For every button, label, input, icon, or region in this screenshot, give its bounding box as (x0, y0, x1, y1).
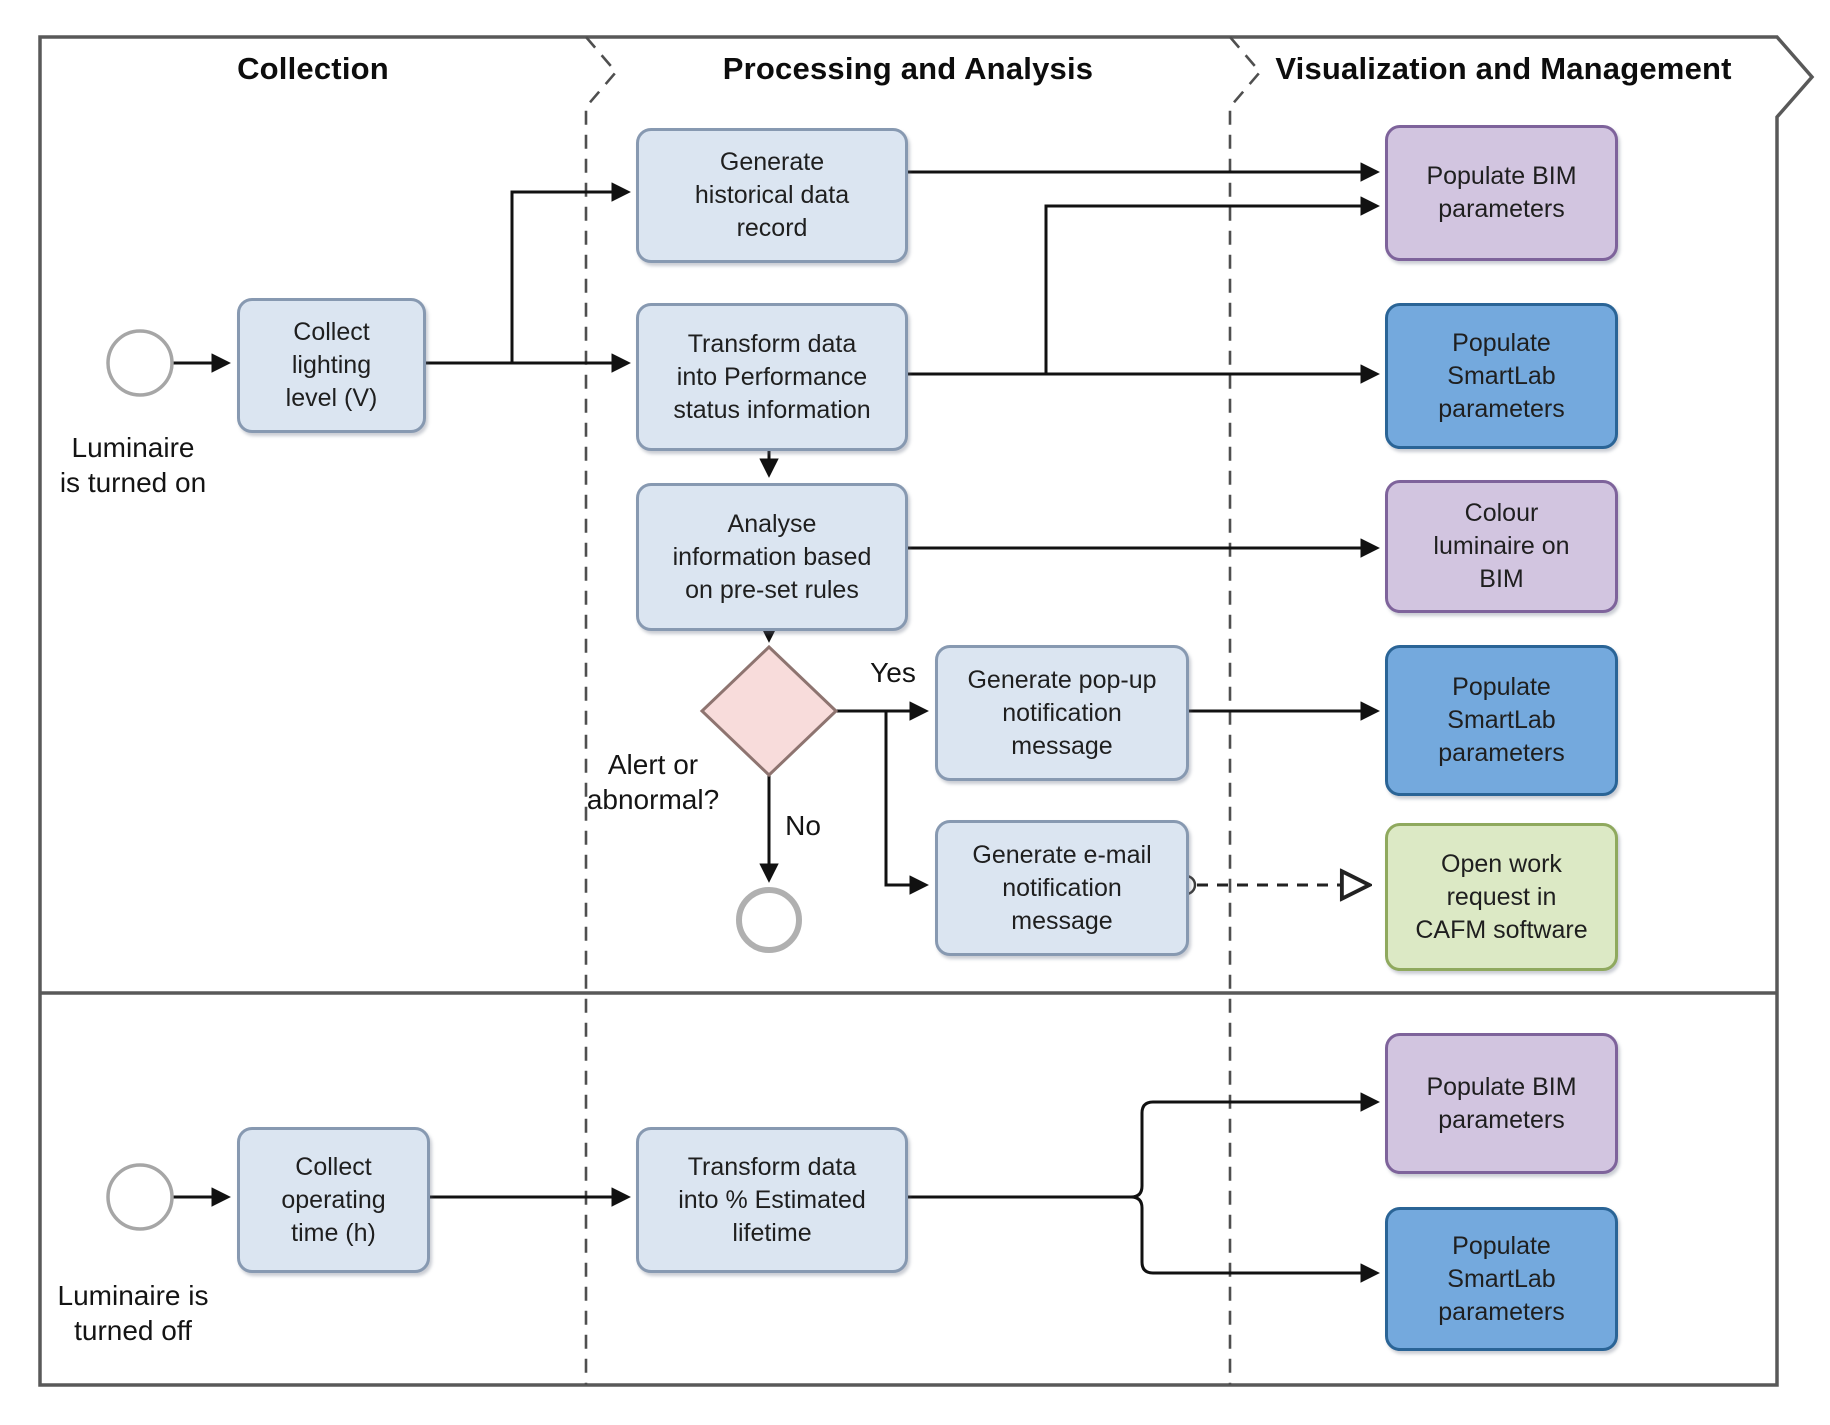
gateway-question-label: Alert or abnormal? (586, 749, 720, 815)
diagram-frame (38, 35, 1815, 1387)
task-generate-popup-notification: Generate pop-up notification message (935, 645, 1189, 781)
end-event (736, 887, 802, 953)
arrow-gateway-branch-to-email (884, 711, 929, 895)
output-open-work-request-cafm: Open work request in CAFM software (1385, 823, 1618, 971)
output-populate-smartlab-parameters-2: Populate SmartLab parameters (1385, 645, 1618, 796)
decision-gateway-alert (699, 644, 839, 778)
output-populate-bim-parameters-1: Populate BIM parameters (1385, 125, 1618, 261)
output-populate-smartlab-parameters-3: Populate SmartLab parameters (1385, 1207, 1618, 1351)
arrow-split-to-bim2 (1130, 1092, 1380, 1199)
lane-header-visualization-label: Visualization and Management (1275, 51, 1732, 86)
arrow-split-to-smartlab3 (1130, 1195, 1380, 1283)
task-collect-lighting-level: Collect lighting level (V) (237, 298, 426, 433)
task-generate-historical-record: Generate historical data record (636, 128, 908, 263)
arrow-transform-branch-to-bim (1044, 196, 1380, 374)
task-generate-email-notification: Generate e-mail notification message (935, 820, 1189, 956)
task-transform-performance-status: Transform data into Performance status i… (636, 303, 908, 451)
output-colour-luminaire-on-bim: Colour luminaire on BIM (1385, 480, 1618, 613)
lane-header-collection: Collection (40, 46, 586, 92)
column-divider-processing-visualization (1228, 36, 1262, 1385)
column-divider-collection-processing (584, 36, 618, 1385)
start-label-luminaire-on: Luminaire is turned on (59, 432, 207, 498)
lane-header-processing-label: Processing and Analysis (722, 51, 1094, 86)
arrow-branch-to-historical (510, 182, 631, 363)
output-populate-smartlab-parameters-1: Populate SmartLab parameters (1385, 303, 1618, 449)
task-collect-operating-time: Collect operating time (h) (237, 1127, 430, 1273)
start-label-luminaire-off: Luminaire is turned off (57, 1280, 209, 1346)
lane-header-processing: Processing and Analysis (586, 46, 1230, 92)
lane-header-visualization: Visualization and Management (1230, 46, 1777, 92)
start-event-luminaire-off (106, 1163, 174, 1231)
task-analyse-preset-rules: Analyse information based on pre-set rul… (636, 483, 908, 631)
start-event-luminaire-on (106, 329, 174, 397)
gateway-no-label: No (785, 810, 821, 841)
gateway-yes-label: Yes (870, 657, 916, 688)
output-populate-bim-parameters-2: Populate BIM parameters (1385, 1033, 1618, 1174)
task-transform-estimated-lifetime: Transform data into % Estimated lifetime (636, 1127, 908, 1273)
lane-header-collection-label: Collection (237, 51, 389, 86)
